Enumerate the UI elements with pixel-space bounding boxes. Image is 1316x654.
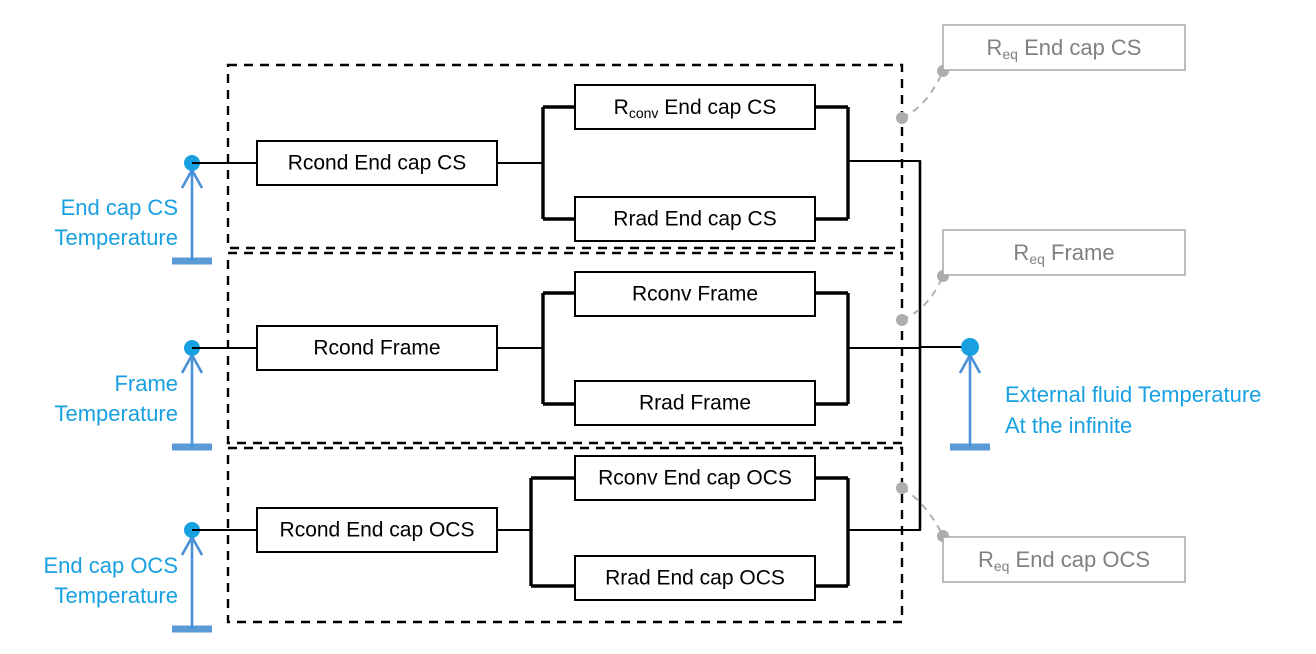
resistor-label-rcond-end-cap-ocs: Rcond End cap OCS bbox=[280, 519, 475, 542]
resistor-label-rconv-end-cap-cs: Rconv End cap CS bbox=[614, 96, 777, 121]
temp-label-external-fluid-line2: At the infinite bbox=[1005, 413, 1132, 438]
resistor-label-rrad-end-cap-cs: Rrad End cap CS bbox=[613, 208, 776, 231]
leader-line-req-frame bbox=[901, 275, 944, 321]
eq-prefix-ocs: R bbox=[978, 547, 994, 572]
eq-box-end-cap-ocs[interactable] bbox=[942, 536, 1186, 583]
callout-req-end-cap-ocs[interactable]: Req End cap OCS bbox=[896, 482, 1186, 583]
resistor-label-rcond-end-cap-cs: Rcond End cap CS bbox=[288, 152, 467, 175]
eq-subscript-frame: eq bbox=[1029, 251, 1045, 267]
eq-box-end-cap-cs[interactable] bbox=[942, 24, 1186, 71]
leader-line-req-end-cap-cs bbox=[901, 70, 944, 119]
leader-line-req-end-cap-ocs bbox=[901, 487, 944, 537]
callout-req-frame[interactable]: Req Frame bbox=[896, 229, 1186, 326]
resistor-box-rcond-frame[interactable] bbox=[256, 325, 498, 371]
temp-label-end-cap-ocs-line1: End cap OCS bbox=[43, 553, 178, 578]
resistor-box-rrad-frame[interactable] bbox=[574, 380, 816, 426]
temp-label-frame-line2: Temperature bbox=[54, 401, 178, 426]
eq-box-frame[interactable] bbox=[942, 229, 1186, 276]
rconv-subscript-cs: conv bbox=[629, 105, 659, 121]
resistor-label-rconv-frame: Rconv Frame bbox=[632, 283, 758, 306]
rconv-prefix-cs: R bbox=[614, 96, 629, 119]
temp-label-end-cap-ocs-line2: Temperature bbox=[54, 583, 178, 608]
node-external-fluid[interactable] bbox=[961, 338, 979, 356]
resistor-label-rconv-end-cap-ocs: Rconv End cap OCS bbox=[598, 467, 792, 490]
group-frame: Rcond Frame Rconv Frame Rrad Frame bbox=[172, 271, 921, 451]
rconv-rest-cs: End cap CS bbox=[658, 96, 776, 119]
eq-rest-ocs: End cap OCS bbox=[1009, 547, 1150, 572]
temp-label-external-fluid-line1: External fluid Temperature bbox=[1005, 382, 1261, 407]
resistor-box-rrad-end-cap-ocs[interactable] bbox=[574, 555, 816, 601]
resistor-box-rconv-end-cap-ocs[interactable] bbox=[574, 455, 816, 501]
group-box-end-cap-ocs bbox=[226, 446, 904, 624]
leader-anchor-dot-req-end-cap-ocs bbox=[896, 482, 908, 494]
eq-label-end-cap-ocs: Req End cap OCS bbox=[978, 547, 1150, 574]
resistor-box-rrad-end-cap-cs[interactable] bbox=[574, 196, 816, 242]
eq-rest-cs: End cap CS bbox=[1018, 35, 1142, 60]
group-end-cap-ocs: Rcond End cap OCS Rconv End cap OCS Rrad… bbox=[172, 455, 921, 633]
temp-label-frame-line1: Frame bbox=[114, 371, 178, 396]
eq-label-frame: Req Frame bbox=[1013, 240, 1114, 267]
resistor-box-rcond-end-cap-ocs[interactable] bbox=[256, 507, 498, 553]
resistor-label-rrad-end-cap-ocs: Rrad End cap OCS bbox=[605, 567, 785, 590]
resistor-label-rcond-frame: Rcond Frame bbox=[313, 337, 440, 360]
eq-label-end-cap-cs: Req End cap CS bbox=[987, 35, 1142, 62]
eq-prefix-cs: R bbox=[987, 35, 1003, 60]
callout-req-end-cap-cs[interactable]: Req End cap CS bbox=[896, 24, 1186, 124]
group-box-end-cap-cs bbox=[226, 63, 904, 250]
group-end-cap-cs: Rcond End cap CS Rconv End cap CS Rrad E… bbox=[172, 84, 921, 265]
resistor-label-rrad-frame: Rrad Frame bbox=[639, 392, 751, 415]
temp-label-end-cap-cs-line1: End cap CS bbox=[61, 195, 178, 220]
eq-prefix-frame: R bbox=[1013, 240, 1029, 265]
eq-subscript-ocs: eq bbox=[994, 558, 1010, 574]
eq-subscript-cs: eq bbox=[1002, 46, 1018, 62]
leader-anchor-dot-req-frame bbox=[896, 314, 908, 326]
eq-rest-frame: Frame bbox=[1045, 240, 1115, 265]
leader-anchor-dot-req-end-cap-cs bbox=[896, 112, 908, 124]
external-fluid-node-group bbox=[920, 338, 990, 451]
temp-label-end-cap-cs-line2: Temperature bbox=[54, 225, 178, 250]
